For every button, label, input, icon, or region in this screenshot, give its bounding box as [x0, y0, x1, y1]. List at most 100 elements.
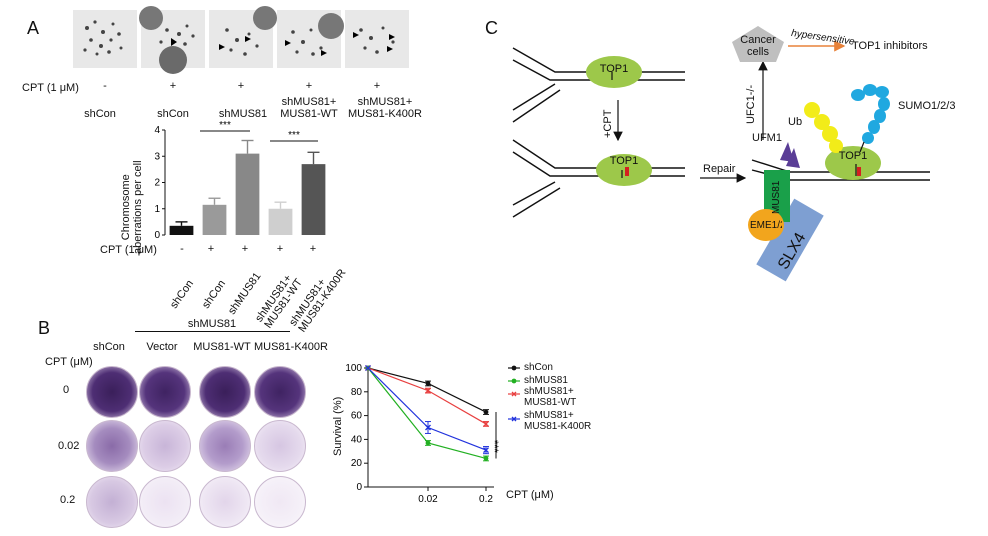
cpt-row-label: CPT (1 μM) — [22, 82, 79, 94]
legend-marker-shmus81 — [511, 378, 517, 384]
panel-b-col-4: MUS81-K400R — [254, 341, 328, 353]
micrograph-1 — [73, 10, 137, 68]
legend-label-shcon: shCon — [524, 362, 553, 373]
panel-b-col-1: shCon — [93, 341, 125, 353]
top1-cleavage-mark-right — [857, 167, 861, 176]
micrograph-3 — [209, 6, 277, 68]
ufm1-triangle — [786, 148, 800, 168]
colony-dish — [139, 476, 191, 528]
colony-dish — [199, 420, 251, 472]
condition-label-1: shCon — [84, 108, 116, 120]
sumo-label: SUMO1/2/3 — [898, 100, 956, 112]
series-point — [365, 365, 371, 371]
cpt-value-5: + — [373, 80, 381, 92]
ufm1-label: UFM1 — [752, 132, 782, 144]
line-y-tick-label: 60 — [351, 411, 363, 422]
line-xlabel: CPT (μM) — [506, 489, 554, 501]
ub-chain — [804, 102, 843, 153]
condition-label-2: shCon — [157, 108, 189, 120]
bar-cpt-label: CPT (1 μM) — [100, 244, 157, 256]
colony-dish — [86, 420, 138, 472]
top1-oval-bottom — [596, 154, 652, 186]
bar-cpt-value-1: - — [180, 243, 184, 255]
repair-label: Repair — [703, 163, 736, 175]
colony-dish — [86, 366, 138, 418]
ub-label: Ub — [788, 116, 803, 128]
colony-dish — [199, 476, 251, 528]
panel-b-letter: B — [38, 318, 51, 338]
legend-markers — [508, 365, 520, 422]
micrograph-2-art — [139, 6, 195, 74]
legend-label-k400r: shMUS81+ MUS81-K400R — [524, 410, 592, 432]
line-y-tick-label: 40 — [351, 434, 363, 445]
legend-marker-wt — [511, 391, 517, 397]
colony-dish — [139, 366, 191, 418]
series-point — [483, 409, 489, 415]
panel-c-letter: C — [485, 18, 498, 38]
bar — [268, 208, 293, 235]
cpt-arrow-label: +CPT — [602, 109, 614, 138]
bar-cpt-value-5: + — [309, 243, 317, 255]
panel-b-col-3: MUS81-WT — [193, 341, 251, 353]
panel-b-cpt-label: CPT (μM) — [45, 356, 93, 368]
legend-label-wt: shMUS81+ MUS81-WT — [524, 386, 577, 408]
line-y-tick-label: 20 — [351, 458, 363, 469]
bar-cpt-value-4: + — [276, 243, 284, 255]
line-x-tick-label: 0.2 — [479, 494, 493, 505]
micrograph-3-art — [219, 6, 277, 56]
cpt-value-1: - — [103, 80, 107, 92]
fork-bottom — [512, 139, 685, 218]
condition-label-5: shMUS81+ MUS81-K400R — [348, 96, 422, 120]
top1-oval-right — [825, 146, 881, 180]
bar-y-tick-label: 3 — [154, 151, 160, 162]
panel-a-letter: A — [27, 18, 40, 38]
panel-b-group-line — [135, 331, 290, 332]
micrograph-1-art — [83, 20, 123, 56]
bar-y-tick-label: 1 — [154, 204, 160, 215]
panel-b-row-3: 0.2 — [60, 494, 76, 506]
micrograph-2 — [139, 6, 205, 74]
series-point — [483, 456, 489, 461]
top1-label-top: TOP1 — [599, 63, 629, 75]
micrograph-4 — [277, 10, 344, 68]
condition-label-3: shMUS81 — [218, 108, 268, 120]
top1-cleavage-mark — [625, 167, 629, 176]
cpt-value-3: + — [237, 80, 245, 92]
bar — [301, 164, 326, 235]
legend-label-shmus81: shMUS81 — [524, 375, 568, 386]
significance-label: *** — [219, 120, 231, 131]
line-y-tick-label: 0 — [356, 482, 362, 493]
top1-label-bottom: TOP1 — [609, 155, 639, 167]
panel-b-group-label: shMUS81 — [187, 318, 237, 330]
panel-b-row-1: 0 — [63, 384, 70, 396]
top1-inhibitors-label: TOP1 inhibitors — [852, 40, 928, 52]
bar-y-tick-label: 2 — [154, 178, 160, 189]
eme1-shape — [748, 209, 784, 241]
line-y-tick-label: 100 — [345, 363, 362, 374]
sumo-chain — [851, 84, 890, 153]
series-point — [425, 387, 431, 394]
colony-dish — [86, 476, 138, 528]
bar — [169, 225, 194, 235]
bar — [202, 204, 227, 235]
mus81-label: MUS81 — [771, 180, 782, 214]
line-y-tick-label: 80 — [351, 387, 363, 398]
series-point — [425, 381, 431, 386]
bar — [235, 153, 260, 235]
colony-dish — [254, 420, 306, 472]
micrograph-5 — [345, 10, 409, 68]
bar-y-tick-label: 0 — [154, 230, 160, 241]
ufc1-label: UFC1-/- — [745, 84, 757, 124]
line-x-tick-label: 0.02 — [418, 494, 438, 505]
colony-dish — [139, 420, 191, 472]
bar-y-tick-label: 4 — [154, 125, 160, 136]
bar-cpt-value-2: + — [207, 243, 215, 255]
bar-cpt-value-3: + — [241, 243, 249, 255]
legend-marker-shcon — [511, 365, 517, 371]
cancer-cell-pentagon — [732, 26, 784, 62]
slx4-shape — [756, 198, 824, 282]
eme1-label: EME1/2 — [750, 220, 782, 231]
